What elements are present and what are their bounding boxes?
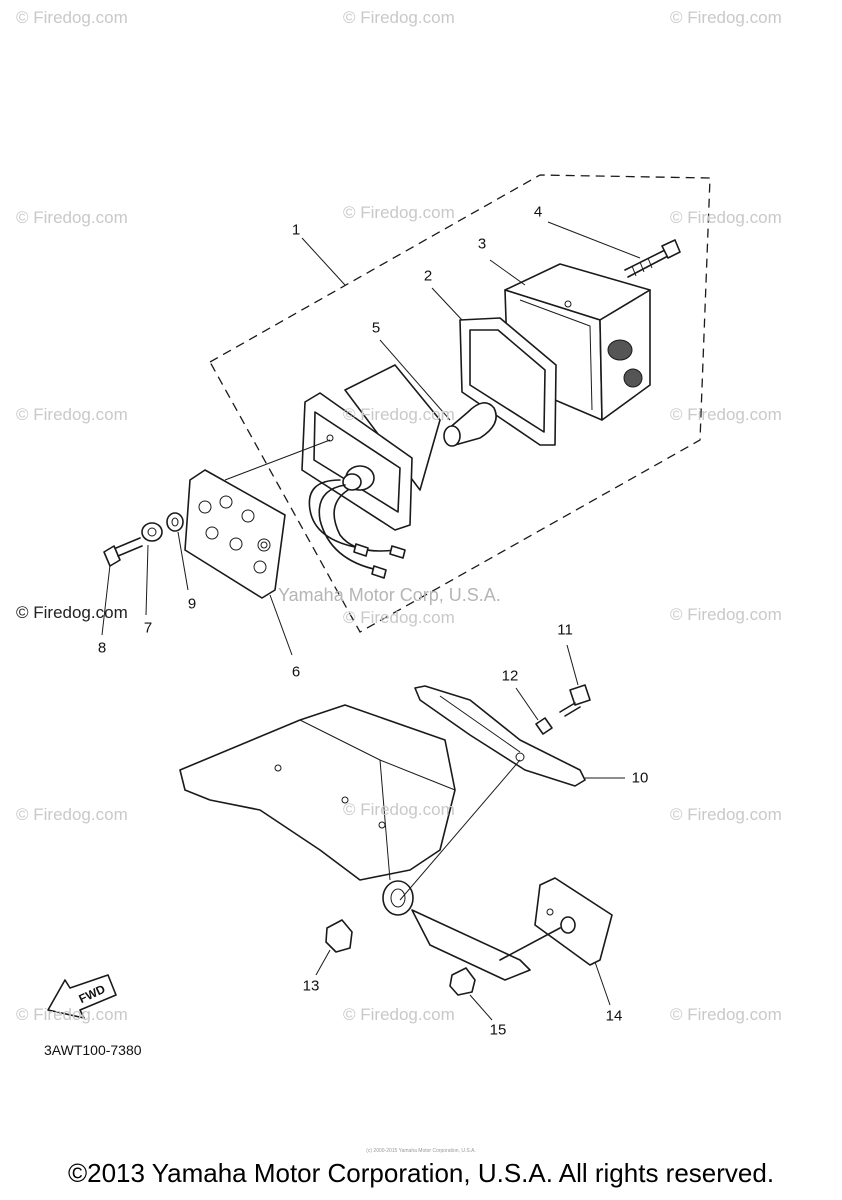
part-12-nut bbox=[535, 717, 553, 735]
leader-3 bbox=[489, 259, 526, 286]
leader-6 bbox=[269, 594, 293, 656]
watermark: © Firedog.com bbox=[670, 208, 782, 227]
watermark: © Firedog.com bbox=[343, 1005, 455, 1024]
part-14-reflector bbox=[499, 877, 613, 966]
leader-bolt-bracket bbox=[399, 759, 521, 901]
leader-13 bbox=[315, 949, 331, 976]
leader-7 bbox=[145, 544, 149, 616]
watermark: © Firedog.com bbox=[343, 8, 455, 27]
watermark: © Firedog.com bbox=[670, 8, 782, 27]
part-4-screw bbox=[624, 239, 681, 278]
leader-2 bbox=[431, 287, 463, 321]
watermark: © Firedog.com bbox=[343, 405, 455, 424]
callout-9: 9 bbox=[187, 595, 197, 613]
part-13-nut bbox=[325, 919, 353, 953]
leader-8 bbox=[101, 564, 111, 636]
part-9-grommet bbox=[166, 512, 184, 532]
leader-1 bbox=[301, 237, 346, 286]
callout-8: 8 bbox=[97, 639, 107, 657]
watermark: © Firedog.com bbox=[343, 203, 455, 222]
callout-14: 14 bbox=[605, 1007, 623, 1025]
assembly-boundary bbox=[209, 174, 711, 633]
leader-plate bbox=[224, 439, 331, 481]
watermark: © Firedog.com bbox=[16, 603, 128, 622]
part-10-bracket bbox=[414, 685, 586, 787]
part-5-bulb bbox=[443, 402, 497, 447]
part-7-washer bbox=[141, 522, 163, 542]
callout-15: 15 bbox=[489, 1021, 507, 1039]
callout-12: 12 bbox=[501, 667, 519, 685]
watermark: © Firedog.com bbox=[670, 805, 782, 824]
leader-12 bbox=[515, 687, 539, 721]
watermark: © Firedog.com bbox=[343, 608, 455, 627]
part-2-gasket bbox=[459, 317, 557, 446]
watermark: © Firedog.com bbox=[16, 8, 128, 27]
callout-11: 11 bbox=[557, 621, 573, 639]
leader-4 bbox=[547, 221, 641, 259]
callout-5: 5 bbox=[371, 319, 381, 337]
callout-4: 4 bbox=[533, 203, 543, 221]
leader-5 bbox=[379, 339, 451, 421]
part-15-nut bbox=[449, 967, 476, 996]
leader-9 bbox=[177, 531, 189, 591]
watermark: © Firedog.com bbox=[16, 208, 128, 227]
watermark: © Firedog.com bbox=[16, 805, 128, 824]
part-6-plate bbox=[184, 469, 286, 599]
copyright-footer: ©2013 Yamaha Motor Corporation, U.S.A. A… bbox=[67, 1158, 775, 1188]
leader-15 bbox=[469, 994, 493, 1021]
fwd-arrow bbox=[47, 974, 117, 1019]
callout-7: 7 bbox=[143, 619, 153, 637]
tiny-notice: (c) 2000-2015 Yamaha Motor Corporation, … bbox=[366, 1148, 476, 1154]
callout-2: 2 bbox=[423, 267, 433, 285]
part-11-bolt bbox=[559, 684, 591, 717]
diagram-code: 3AWT100-7380 bbox=[44, 1042, 142, 1058]
callout-13: 13 bbox=[302, 977, 320, 995]
part-8-bolt bbox=[103, 537, 143, 567]
watermark: © Firedog.com bbox=[670, 1005, 782, 1024]
tail-light-base bbox=[301, 364, 441, 531]
watermark: © Firedog.com bbox=[16, 1005, 128, 1024]
callout-10: 10 bbox=[631, 769, 649, 787]
leader-11 bbox=[566, 644, 579, 686]
watermark: © Firedog.com bbox=[670, 605, 782, 624]
callout-3: 3 bbox=[477, 235, 487, 253]
callout-1: 1 bbox=[291, 221, 301, 239]
watermark: © Firedog.com bbox=[16, 405, 128, 424]
fender-bracket bbox=[179, 704, 531, 981]
leader-14 bbox=[594, 961, 611, 1006]
watermark: © Firedog.com bbox=[343, 800, 455, 819]
callout-6: 6 bbox=[291, 663, 301, 681]
watermark: © Firedog.com bbox=[670, 405, 782, 424]
wiring-harness bbox=[308, 479, 406, 579]
manufacturer-watermark: Yamaha Motor Corp, U.S.A. bbox=[278, 585, 501, 605]
